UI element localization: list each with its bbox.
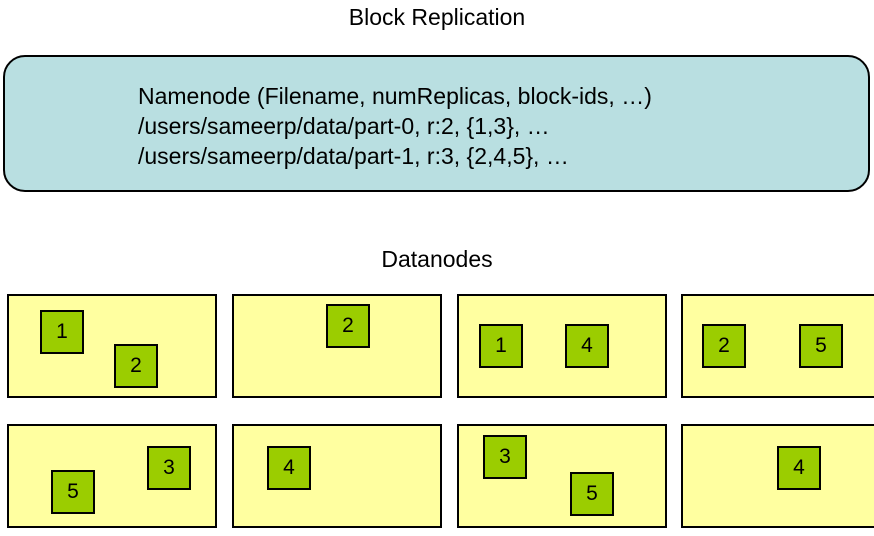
datanode-7: 3 5: [457, 424, 667, 528]
block-7-1: 3: [483, 435, 527, 479]
datanode-2: 2: [232, 294, 442, 398]
block-5-2: 3: [147, 446, 191, 490]
datanode-4: 2 5: [681, 294, 874, 398]
block-4-2: 5: [799, 324, 843, 368]
block-7-2: 5: [570, 472, 614, 516]
datanode-3: 1 4: [457, 294, 667, 398]
block-1-1: 1: [40, 310, 84, 354]
block-2-1: 2: [326, 304, 370, 348]
block-3-1: 1: [479, 324, 523, 368]
namenode-panel: Namenode (Filename, numReplicas, block-i…: [3, 55, 870, 192]
namenode-line-part-1: /users/sameerp/data/part-1, r:3, {2,4,5}…: [138, 143, 569, 169]
namenode-metadata-text: Namenode (Filename, numReplicas, block-i…: [138, 81, 652, 171]
datanode-8: 4: [681, 424, 874, 528]
namenode-line-part-0: /users/sameerp/data/part-0, r:2, {1,3}, …: [138, 113, 550, 139]
datanode-1: 1 2: [7, 294, 217, 398]
namenode-line-schema: Namenode (Filename, numReplicas, block-i…: [138, 83, 652, 109]
block-4-1: 2: [702, 324, 746, 368]
datanodes-section-label: Datanodes: [381, 246, 493, 272]
block-3-2: 4: [565, 324, 609, 368]
block-6-1: 4: [267, 446, 311, 490]
datanode-5: 5 3: [7, 424, 217, 528]
block-8-1: 4: [777, 446, 821, 490]
page-title: Block Replication: [348, 4, 526, 30]
datanode-6: 4: [232, 424, 442, 528]
block-5-1: 5: [51, 470, 95, 514]
block-1-2: 2: [114, 344, 158, 388]
